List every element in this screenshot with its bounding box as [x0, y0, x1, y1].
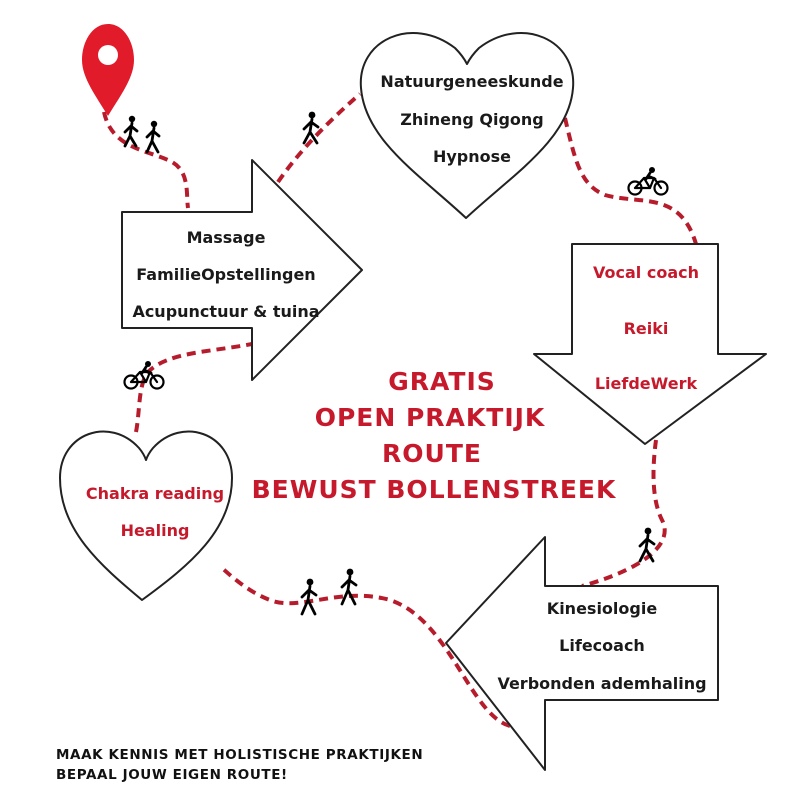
walking-couple-icon [300, 568, 358, 616]
map-pin-icon [82, 24, 134, 116]
arrow-down-shape [533, 243, 767, 445]
heart-left-label-2: Healing [121, 521, 190, 540]
heart-left-shape [59, 430, 233, 601]
title-line-4: BEWUST BOLLENSTREEK [252, 475, 617, 504]
arrow-left-shape [445, 536, 719, 771]
arrow-right-label-3: Acupunctuur & tuina [132, 302, 319, 321]
heart-top-label-2: Zhineng Qigong [400, 110, 544, 129]
route-path-to-arrow-down [563, 117, 698, 245]
walker-icon [638, 527, 656, 563]
title-line-2: OPEN PRAKTIJK [315, 403, 546, 432]
title-line-3: ROUTE [382, 439, 482, 468]
heart-top-shape [359, 31, 575, 219]
arrow-right-shape [121, 159, 363, 381]
route-path-to-arrow-left [581, 439, 667, 588]
route-path-to-arrow-right [134, 342, 253, 433]
heart-top-label-1: Natuurgeneeskunde [380, 72, 563, 91]
walker-icon [302, 111, 320, 145]
walking-couple-icon [123, 115, 161, 154]
arrow-down-label-3: LiefdeWerk [595, 374, 698, 393]
bicycle-icon [123, 361, 165, 390]
heart-left-label-1: Chakra reading [86, 484, 224, 503]
arrow-left-label-1: Kinesiologie [547, 599, 658, 618]
footer-line-1: MAAK KENNIS MET HOLISTISCHE PRAKTIJKEN [56, 747, 423, 763]
arrow-down-label-2: Reiki [624, 319, 669, 338]
arrow-left-label-2: Lifecoach [559, 636, 645, 655]
bicycle-icon [627, 167, 669, 196]
arrow-down-label-1: Vocal coach [593, 263, 699, 282]
route-path-to-heart-left [220, 566, 511, 728]
title-line-1: GRATIS [388, 367, 496, 396]
arrow-left-label-3: Verbonden ademhaling [497, 674, 706, 693]
footer-line-2: BEPAAL JOUW EIGEN ROUTE! [56, 767, 288, 783]
heart-top-label-3: Hypnose [433, 147, 511, 166]
route-path-start [102, 111, 190, 209]
arrow-right-label-1: Massage [187, 228, 266, 247]
route-path-to-heart-top [276, 92, 362, 184]
arrow-right-label-2: FamilieOpstellingen [136, 265, 315, 284]
